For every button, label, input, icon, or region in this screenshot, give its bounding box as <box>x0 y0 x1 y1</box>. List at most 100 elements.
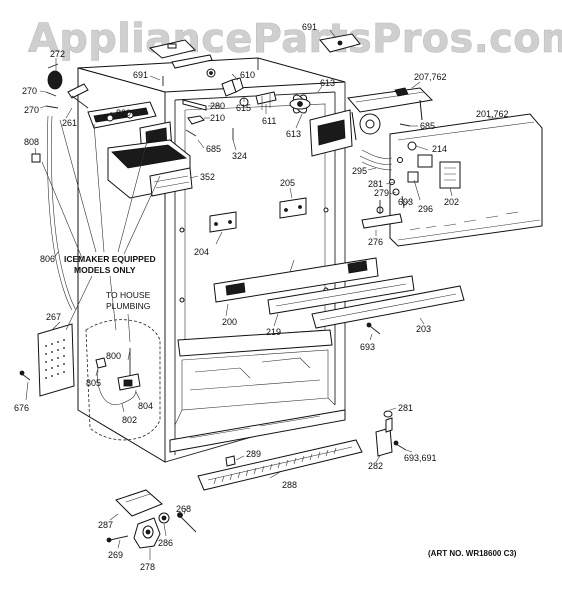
label-200: 200 <box>222 317 237 327</box>
label-205: 205 <box>280 178 295 188</box>
control-panel <box>389 113 543 247</box>
label-805: 805 <box>86 378 101 388</box>
label-286: 286 <box>158 538 173 548</box>
label-804: 804 <box>138 401 153 411</box>
access-cover-267 <box>37 323 75 397</box>
screw-693b <box>366 322 381 335</box>
nut-286 <box>158 512 170 524</box>
label-685a: 685 <box>206 144 221 154</box>
defrost-timer-bracket-276 <box>361 200 403 229</box>
screw-693c <box>393 440 407 451</box>
label-204: 204 <box>194 247 209 257</box>
label-288: 288 <box>282 480 297 490</box>
roller-278 <box>133 517 161 549</box>
label-676: 676 <box>14 403 29 413</box>
tube-805 <box>95 357 107 369</box>
part-labels: 272 691 270 270 261 820 808 691 280 610 … <box>14 22 509 572</box>
roller-bracket-287 <box>115 489 163 517</box>
fill-tube-261 <box>67 83 89 109</box>
label-613b: 613 <box>286 129 301 139</box>
label-269: 269 <box>108 550 123 560</box>
nut-281b <box>383 410 393 418</box>
top-hinge-pin <box>171 54 213 69</box>
label-210: 210 <box>210 113 225 123</box>
thermostat-clip-210 <box>187 115 205 125</box>
label-324: 324 <box>232 151 247 161</box>
label-808: 808 <box>24 137 39 147</box>
plug-808 <box>31 153 41 163</box>
label-693a: 693 <box>398 197 413 207</box>
mullion-rail-203 <box>311 285 465 329</box>
label-693b: 693 <box>360 342 375 352</box>
icemaker-note-line1: ICEMAKER EQUIPPED <box>64 254 156 264</box>
label-219: 219 <box>266 327 281 337</box>
tube-802 <box>97 369 137 405</box>
label-289: 289 <box>246 449 261 459</box>
label-613a: 613 <box>320 78 335 88</box>
label-282: 282 <box>368 461 383 471</box>
label-203: 203 <box>416 324 431 334</box>
label-202: 202 <box>444 197 459 207</box>
label-691a: 691 <box>302 22 317 32</box>
label-268: 268 <box>176 504 191 514</box>
leader-lines <box>25 29 500 560</box>
water-valve-800 <box>117 348 141 391</box>
ice-bucket-352 <box>107 139 193 199</box>
label-800: 800 <box>106 351 121 361</box>
label-280: 280 <box>210 101 225 111</box>
label-693c: 693,691 <box>404 453 437 463</box>
watermark-text: AppliancePartsPros.com <box>28 16 562 62</box>
label-207: 207,762 <box>414 72 447 82</box>
label-201: 201,762 <box>476 109 509 119</box>
label-802: 802 <box>122 415 137 425</box>
art-number: (ART NO. WR18600 C3) <box>428 549 517 558</box>
label-352: 352 <box>200 172 215 182</box>
bracket-611 <box>255 91 277 110</box>
label-214: 214 <box>432 144 447 154</box>
label-820: 820 <box>116 108 131 118</box>
wire-harness-295 <box>359 149 393 171</box>
label-279: 279 <box>374 188 389 198</box>
fan-motor-housing <box>309 109 381 157</box>
label-281a: 281 <box>368 179 383 189</box>
screw-676 <box>19 370 31 381</box>
label-261: 261 <box>62 118 77 128</box>
label-611: 611 <box>262 116 276 126</box>
plumbing-note-line2: PLUMBING <box>106 301 150 311</box>
top-right-hinge <box>319 33 361 53</box>
plumbing-note-line1: TO HOUSE <box>106 290 151 300</box>
top-hinge-bracket <box>148 39 196 59</box>
screw-693a <box>401 195 405 209</box>
label-272: 272 <box>50 49 65 59</box>
label-610: 610 <box>240 70 255 80</box>
shelf-support-280 <box>182 99 207 111</box>
label-270a: 270 <box>22 86 37 96</box>
shelf-bracket-205 <box>279 197 307 219</box>
fan-blade <box>289 94 311 114</box>
label-287: 287 <box>98 520 113 530</box>
label-691b: 691 <box>133 70 148 80</box>
heater-channel-219 <box>267 275 415 315</box>
fan-bracket-207 <box>347 87 434 141</box>
screw-685a <box>185 129 197 137</box>
icemaker-note-line2: MODELS ONLY <box>74 265 136 275</box>
shelf-bracket-204 <box>209 211 237 233</box>
screw-685b <box>399 123 411 127</box>
hinge-bracket-282 <box>375 417 393 457</box>
label-685b: 685 <box>420 121 435 131</box>
label-276: 276 <box>368 237 383 247</box>
mullion-cover-200 <box>213 257 379 303</box>
grille-clip-289 <box>225 455 236 467</box>
label-278: 278 <box>140 562 155 572</box>
label-281b: 281 <box>398 403 413 413</box>
toe-grille-288 <box>197 439 363 491</box>
label-295: 295 <box>352 166 367 176</box>
label-270b: 270 <box>24 105 39 115</box>
screw-270 <box>45 91 59 109</box>
screw-269 <box>106 535 129 543</box>
thermostat-knob <box>206 68 216 78</box>
light-switch <box>221 77 244 97</box>
screw-268 <box>177 512 197 533</box>
water-line-806 <box>46 115 77 311</box>
